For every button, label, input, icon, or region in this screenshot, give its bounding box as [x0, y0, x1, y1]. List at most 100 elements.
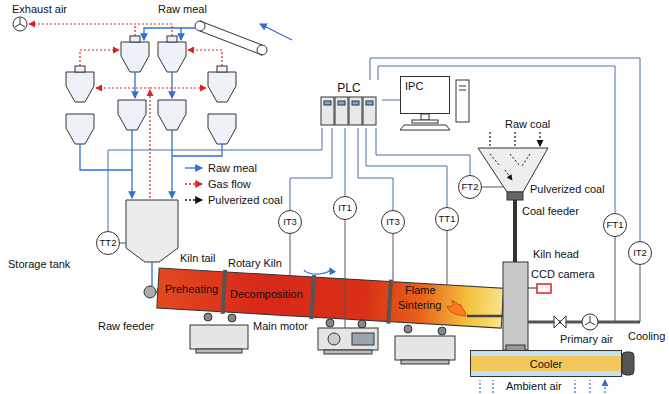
raw-meal-flow [134, 72, 135, 98]
legend-item: Pulverized coal [184, 194, 283, 206]
cooler-end [622, 352, 634, 375]
rotation-arrow [304, 268, 330, 274]
primary-air-line [585, 316, 595, 325]
legend-text: Pulverized coal [208, 194, 283, 206]
instrument-circle: TT1 [435, 207, 459, 231]
coal-hopper [490, 154, 530, 180]
instrument-stems [482, 187, 503, 188]
plc-racks [321, 97, 376, 125]
rotary-kiln [221, 270, 228, 314]
burner-and-kiln-head [537, 284, 551, 293]
coal-hopper [478, 132, 548, 262]
computer [400, 125, 450, 130]
kiln-supports [404, 325, 412, 333]
kiln-supports [401, 360, 449, 364]
node-text: FT2 [462, 182, 479, 192]
instrument-circle: FT1 [603, 213, 627, 237]
gas-flow [29, 24, 172, 36]
node-text: IT3 [283, 217, 297, 227]
legend-line [185, 183, 202, 184]
signal-wire [366, 128, 447, 207]
node-text: IT1 [338, 203, 352, 213]
ambient-air [480, 380, 605, 393]
instrument-stems [640, 265, 641, 322]
gas-flow [80, 50, 119, 66]
part-label: Kiln tail [180, 252, 215, 264]
exhaust-fan [13, 17, 27, 31]
legend-sample [184, 178, 206, 190]
primary-air-line [528, 314, 640, 330]
burner-and-kiln-head [503, 262, 528, 350]
kiln-supports [318, 328, 378, 350]
part-label: Raw meal [158, 3, 207, 15]
part-label: Kiln head [533, 248, 579, 260]
raw-meal-flow [144, 28, 196, 40]
cyclone-preheater [66, 114, 94, 144]
legend-item: Gas flow [184, 178, 251, 190]
plc-racks [349, 97, 362, 125]
primary-air-line [554, 316, 566, 328]
instrument-circle: TT2 [96, 231, 120, 255]
kiln-supports [324, 350, 372, 354]
instrument-circle: IT3 [278, 210, 302, 234]
plc-racks [363, 97, 376, 125]
node-text: IPC [405, 80, 423, 92]
part-label: Exhaust air [12, 3, 67, 15]
part-label: Raw feeder [98, 320, 154, 332]
computer [459, 90, 466, 91]
part-label: Storage tank [8, 258, 70, 270]
kiln-supports [328, 333, 340, 345]
conveyor-belt [260, 24, 292, 40]
flame-symbol [447, 300, 466, 316]
instrument-circle: FT2 [458, 175, 482, 199]
raw-meal-flow [180, 28, 181, 40]
instrument-circle: IT3 [381, 210, 405, 234]
instrument-stems [345, 220, 346, 328]
kiln-supports [438, 327, 446, 335]
computer-screen: IPC [400, 76, 450, 114]
signal-wire [376, 128, 470, 175]
rotary-kiln [309, 275, 316, 319]
instrument-stems [393, 234, 394, 281]
node-text: FT1 [607, 220, 624, 230]
exhaust-fan [15, 18, 25, 27]
kiln-supports [352, 333, 374, 345]
cooler-end [622, 352, 634, 375]
node-text: Cooler [530, 358, 562, 370]
raw-meal-flow [131, 130, 132, 198]
raw-feeder [144, 286, 156, 298]
kiln-supports [228, 314, 236, 322]
node-text: IT3 [386, 217, 400, 227]
coal-hopper [513, 200, 517, 262]
rotary-kiln [157, 268, 504, 328]
signal-wire [382, 100, 400, 101]
cooler-box: Cooler [470, 350, 622, 377]
cyclone-preheater [118, 100, 146, 130]
instrument-stems [120, 243, 126, 244]
computer [421, 114, 429, 120]
computer [456, 80, 469, 122]
computer [412, 120, 438, 123]
part-label: Cooling [628, 330, 665, 342]
part-label: Coal feeder [522, 205, 579, 217]
gas-flow [29, 24, 222, 198]
coal-hopper [490, 132, 540, 146]
instrument-stems [290, 234, 291, 275]
instrument-circle: IT1 [333, 196, 357, 220]
legend-sample [184, 194, 206, 206]
plc-racks [352, 101, 359, 105]
kiln-supports [326, 319, 334, 327]
raw-meal-flow [80, 144, 132, 170]
kiln-supports [190, 313, 455, 364]
part-label: Pulverized coal [530, 183, 605, 195]
raw-meal-flow [151, 262, 152, 286]
legend-text: Gas flow [208, 178, 251, 190]
signal-wire [358, 128, 393, 210]
signal-wire [290, 128, 332, 210]
cyclone-preheater [66, 72, 94, 102]
signal-wire [378, 66, 615, 213]
part-label: Primary air [560, 333, 613, 345]
part-label: Preheating [165, 283, 218, 295]
gas-flow [96, 87, 150, 88]
